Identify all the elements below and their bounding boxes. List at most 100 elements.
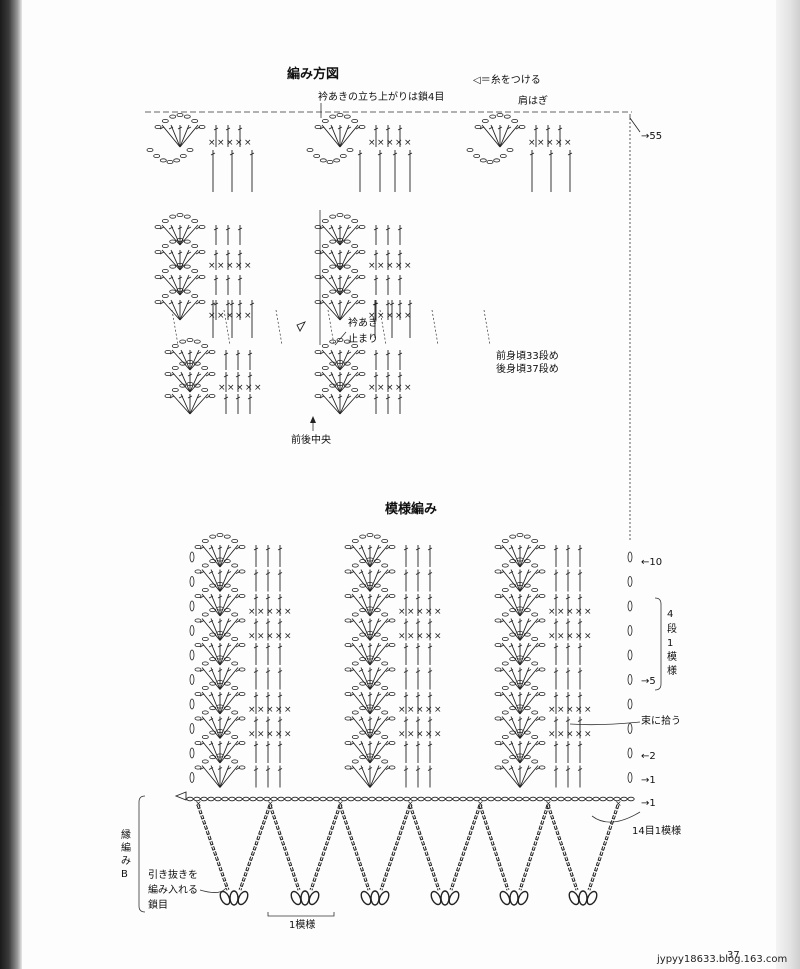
dc-bar xyxy=(199,669,205,672)
dc-bar xyxy=(358,742,364,746)
dc-bar xyxy=(349,546,355,550)
top-chart-body-rows: ××××××××××××××× xyxy=(146,113,641,192)
sc-stitch: × xyxy=(386,311,394,321)
foundation-chain xyxy=(529,796,537,802)
dc-bar xyxy=(349,644,355,648)
chain-stitch xyxy=(511,119,519,124)
dc-bar xyxy=(526,595,532,599)
dc-bar xyxy=(319,251,325,255)
chain-stitch xyxy=(161,218,169,223)
chain-stitch xyxy=(366,704,374,709)
dc-stitch xyxy=(351,765,371,788)
foundation-chain xyxy=(396,796,404,802)
dc-bar xyxy=(526,669,532,672)
chain-stitch xyxy=(351,759,359,764)
dc-stitch xyxy=(210,765,221,788)
chain-stitch xyxy=(344,569,352,574)
foundation-chain xyxy=(522,796,530,802)
dc-bar xyxy=(508,693,514,697)
sc-stitch: × xyxy=(267,799,274,808)
dc-bar xyxy=(223,374,229,378)
foundation-chain xyxy=(536,796,544,802)
chain-stitch xyxy=(501,637,509,642)
dc-bar xyxy=(328,126,334,130)
chain-stitch xyxy=(509,583,517,588)
chain-stitch xyxy=(366,533,374,538)
chain-stitch xyxy=(531,759,539,764)
edging-b-chart: ××××××× xyxy=(195,799,622,906)
dc-bar xyxy=(247,396,253,400)
sc-stitch: × xyxy=(425,705,433,715)
dc-bar xyxy=(328,251,334,255)
sc-stitch: × xyxy=(566,607,574,617)
dc-stitch xyxy=(510,593,521,617)
dc-bar xyxy=(499,669,505,672)
chain-stitch xyxy=(344,594,352,599)
chain-stitch xyxy=(336,287,344,292)
dc-bar xyxy=(349,620,355,623)
dc-bar xyxy=(328,276,334,280)
dc-bar xyxy=(319,351,325,355)
dc-bar xyxy=(349,571,355,574)
dc-bar xyxy=(403,719,409,722)
picot-loop xyxy=(229,890,239,906)
sc-stitch: × xyxy=(398,730,406,740)
chain-stitch xyxy=(351,218,359,223)
chain-stitch xyxy=(169,239,177,244)
chain-stitch xyxy=(343,114,351,119)
sc-stitch: × xyxy=(566,632,574,642)
dc-stitch xyxy=(219,740,239,764)
dc-stitch xyxy=(481,124,501,148)
chain-stitch xyxy=(523,534,531,539)
dc-bar xyxy=(529,152,535,156)
dc-bar xyxy=(208,620,214,623)
chain-stitch xyxy=(231,735,239,740)
chain-stitch xyxy=(216,729,224,734)
dc-bar xyxy=(346,351,352,355)
dc-stitch xyxy=(201,593,221,617)
chain-stitch xyxy=(388,667,396,672)
picot-loop xyxy=(499,890,511,906)
picot-loop xyxy=(378,890,390,906)
chain-stitch xyxy=(501,588,509,593)
chain-stitch xyxy=(499,153,507,158)
chain-stitch xyxy=(223,559,231,564)
chain-stitch xyxy=(501,539,509,544)
dc-bar xyxy=(346,276,352,280)
chain-stitch xyxy=(164,371,172,376)
sc-stitch: × xyxy=(557,705,565,715)
turning-chain xyxy=(189,576,195,587)
picot-loop xyxy=(430,890,442,906)
dc-bar xyxy=(557,127,563,131)
dc-bar xyxy=(223,396,229,400)
chain-stitch xyxy=(373,583,381,588)
picot-loop xyxy=(517,890,529,906)
dc-bar xyxy=(199,546,205,550)
dc-bar xyxy=(249,152,255,156)
picot-loop xyxy=(308,890,320,906)
chain-stitch xyxy=(231,539,239,544)
foundation-chain xyxy=(277,796,285,802)
chain-stitch xyxy=(164,349,172,354)
chain-stitch xyxy=(231,588,239,593)
edge-label-1: 縁 xyxy=(121,828,131,841)
foundation-chain xyxy=(340,796,348,802)
sc-stitch: × xyxy=(584,705,592,715)
dc-bar xyxy=(499,571,505,574)
foundation-chain xyxy=(508,796,516,802)
placement-guide xyxy=(483,309,491,346)
turning-chain xyxy=(627,723,633,734)
chain-stitch xyxy=(231,637,239,642)
dc-stitch xyxy=(330,299,341,321)
edging-chain-core xyxy=(479,804,549,891)
dc-bar xyxy=(217,767,223,770)
foundation-chain xyxy=(200,796,208,802)
foundation-chain xyxy=(445,796,453,802)
neck-stop-label-1: 衿あき xyxy=(348,316,378,329)
dc-bar xyxy=(346,251,352,255)
dc-bar xyxy=(415,719,421,722)
dc-bar xyxy=(553,596,559,600)
dc-stitch xyxy=(171,349,191,371)
dc-stitch xyxy=(510,618,521,641)
dc-bar xyxy=(349,693,355,697)
